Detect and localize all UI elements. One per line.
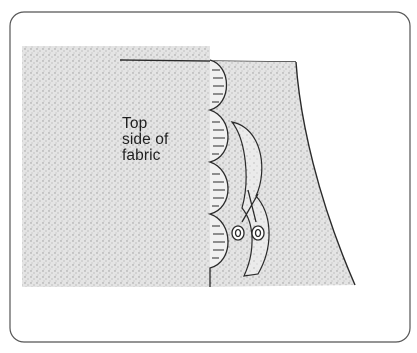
- label-line-3: fabric: [122, 148, 190, 164]
- fabric-side-label: Top side of fabric: [122, 116, 190, 164]
- fabric-left-sheet: [22, 46, 210, 287]
- label-line-2: side of: [122, 132, 190, 148]
- label-line-1: Top: [122, 116, 190, 132]
